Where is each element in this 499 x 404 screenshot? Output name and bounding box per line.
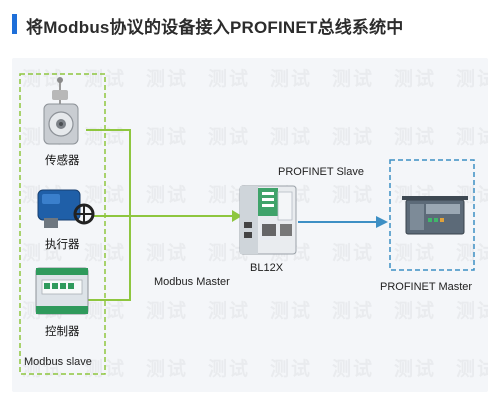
profinet-slave-label: PROFINET Slave	[278, 166, 364, 178]
controller-icon	[35, 267, 89, 315]
sensor-icon	[43, 77, 79, 145]
modbus-master-label: Modbus Master	[154, 276, 230, 288]
gateway-label: BL12X	[250, 262, 284, 274]
title-accent-bar	[12, 14, 17, 34]
profinet-link-arrow	[298, 216, 388, 228]
device-label-controller: 控制器	[45, 326, 80, 338]
profinet-master-label: PROFINET Master	[380, 281, 473, 293]
device-label-sensor: 传感器	[45, 155, 80, 167]
modbus-slave-group	[19, 73, 106, 375]
device-label-actuator: 执行器	[45, 239, 80, 251]
modbus-slave-label: Modbus slave	[24, 356, 92, 368]
page-title: 将Modbus协议的设备接入PROFINET总线系统中	[26, 18, 404, 37]
modbus-bus-lines	[86, 129, 242, 301]
gateway-icon	[239, 185, 297, 255]
plc-icon	[402, 196, 468, 235]
actuator-icon	[37, 189, 95, 228]
profinet-master-group	[389, 159, 475, 271]
